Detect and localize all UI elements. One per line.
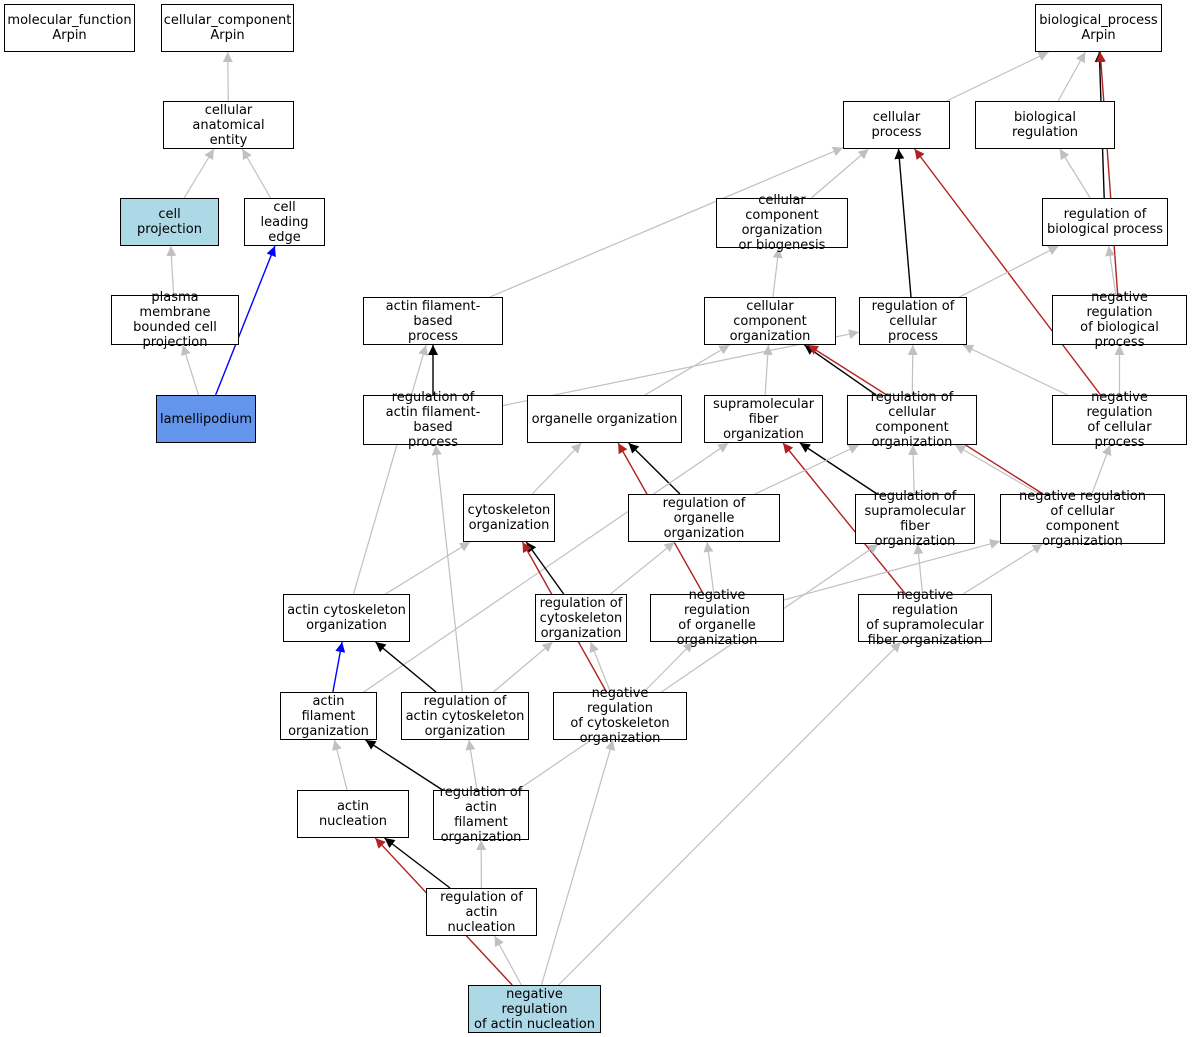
go-term-node-afbp[interactable]: actin filament-based process xyxy=(363,297,503,345)
go-term-node-cco[interactable]: cellular component organization xyxy=(704,297,836,345)
edge-is-a xyxy=(489,146,844,298)
go-term-node-cae[interactable]: cellular anatomical entity xyxy=(163,101,294,149)
go-term-node-ccob[interactable]: cellular component organization or bioge… xyxy=(716,193,848,253)
edge-is-a xyxy=(810,148,869,199)
go-term-node-cp[interactable]: cell projection xyxy=(120,198,219,246)
edge-is-a xyxy=(363,442,729,693)
edge-is-a xyxy=(907,344,918,396)
edge-is-a xyxy=(754,444,860,495)
edge-is-a xyxy=(772,247,783,298)
edge-is-a xyxy=(946,51,1049,102)
go-term-node-nrbp[interactable]: negative regulation of biological proces… xyxy=(1052,290,1187,350)
edge-part-of xyxy=(332,641,346,693)
go-term-node-an[interactable]: actin nucleation xyxy=(297,790,409,838)
edge-is-a xyxy=(183,148,215,199)
edge-is-a xyxy=(913,543,924,595)
edge-is-a xyxy=(465,739,478,791)
edge-regulates xyxy=(384,837,451,889)
go-term-node-aco[interactable]: actin cytoskeleton organization xyxy=(283,594,410,642)
go-term-node-bioreg[interactable]: biological regulation xyxy=(975,101,1115,149)
go-term-node-sfo[interactable]: supramolecular fiber organization xyxy=(704,395,823,443)
edge-regulates xyxy=(525,541,565,595)
go-term-node-rbp[interactable]: regulation of biological process xyxy=(1042,198,1168,246)
go-term-node-nran[interactable]: negative regulation of actin nucleation xyxy=(468,985,601,1033)
go-term-node-co[interactable]: cytoskeleton organization xyxy=(463,494,555,542)
edge-is-a xyxy=(954,444,1040,495)
edge-is-a xyxy=(540,739,615,986)
edge-is-a xyxy=(494,935,522,986)
go-term-node-ran[interactable]: regulation of actin nucleation xyxy=(426,888,537,936)
edge-is-a xyxy=(908,444,919,495)
go-term-node-pmbcp[interactable]: plasma membrane bounded cell projection xyxy=(111,290,239,350)
go-term-node-raco[interactable]: regulation of actin cytoskeleton organiz… xyxy=(401,692,529,740)
edge-is-a xyxy=(1057,51,1086,102)
edge-regulates xyxy=(365,739,443,791)
edge-regulates xyxy=(628,442,681,495)
go-term-node-rafbp[interactable]: regulation of actin filament-based proce… xyxy=(363,390,503,450)
edge-is-a xyxy=(517,543,879,791)
edge-is-a xyxy=(493,641,553,693)
edge-regulates xyxy=(375,641,437,693)
edge-negatively-regulates xyxy=(782,442,907,595)
edge-is-a xyxy=(962,543,1044,595)
go-term-node-nroo[interactable]: negative regulation of organelle organiz… xyxy=(650,588,784,648)
edge-is-a xyxy=(332,739,348,791)
edge-is-a xyxy=(558,641,902,986)
go-term-node-oo[interactable]: organelle organization xyxy=(527,395,682,443)
go-term-node-lam[interactable]: lamellipodium xyxy=(156,395,256,443)
edge-is-a xyxy=(703,541,715,595)
edge-is-a xyxy=(352,344,429,595)
edge-is-a xyxy=(222,51,233,102)
edge-is-a xyxy=(962,344,1068,396)
edge-regulates xyxy=(803,344,877,396)
edge-is-a xyxy=(531,442,582,495)
edge-is-a xyxy=(643,641,694,693)
edge-is-a xyxy=(1105,245,1117,296)
edge-regulates xyxy=(799,442,878,495)
edge-is-a xyxy=(385,541,471,595)
edge-is-a xyxy=(783,539,1001,601)
go-term-node-cle[interactable]: cell leading edge xyxy=(244,198,325,246)
go-term-node-roo[interactable]: regulation of organelle organization xyxy=(628,494,780,542)
edge-is-a xyxy=(589,641,611,693)
edge-is-a xyxy=(166,245,177,296)
go-term-node-cellproc[interactable]: cellular process xyxy=(843,101,950,149)
go-term-node-bp[interactable]: biological_process Arpin xyxy=(1035,4,1162,52)
edge-is-a xyxy=(610,541,675,595)
go-term-node-rsfo[interactable]: regulation of supramolecular fiber organ… xyxy=(855,489,975,549)
edge-is-a xyxy=(181,344,200,396)
go-term-node-rco[interactable]: regulation of cytoskeleton organization xyxy=(535,594,627,642)
go-term-node-nrcp[interactable]: negative regulation of cellular process xyxy=(1052,390,1187,450)
go-term-node-rcco[interactable]: regulation of cellular component organiz… xyxy=(847,390,977,450)
edge-is-a xyxy=(1091,444,1112,495)
edge-is-a xyxy=(644,344,730,396)
go-term-node-nrsfo[interactable]: negative regulation of supramolecular fi… xyxy=(858,588,992,648)
go-term-node-cc[interactable]: cellular_component Arpin xyxy=(161,4,294,52)
go-term-node-mf[interactable]: molecular_function Arpin xyxy=(4,4,135,52)
go-term-node-nrcco[interactable]: negative regulation of cellular componen… xyxy=(1000,489,1165,549)
go-term-node-nrco[interactable]: negative regulation of cytoskeleton orga… xyxy=(553,686,687,746)
go-term-node-rcp[interactable]: regulation of cellular process xyxy=(859,297,967,345)
edge-part-of xyxy=(214,245,276,396)
edge-is-a xyxy=(241,148,272,199)
edge-is-a xyxy=(762,344,773,396)
edge-is-a xyxy=(431,444,463,693)
edge-regulates xyxy=(894,148,912,298)
go-term-node-afo[interactable]: actin filament organization xyxy=(280,692,377,740)
edge-is-a xyxy=(1059,148,1091,199)
go-term-node-rafo[interactable]: regulation of actin filament organizatio… xyxy=(433,785,529,845)
edge-is-a xyxy=(959,245,1059,298)
